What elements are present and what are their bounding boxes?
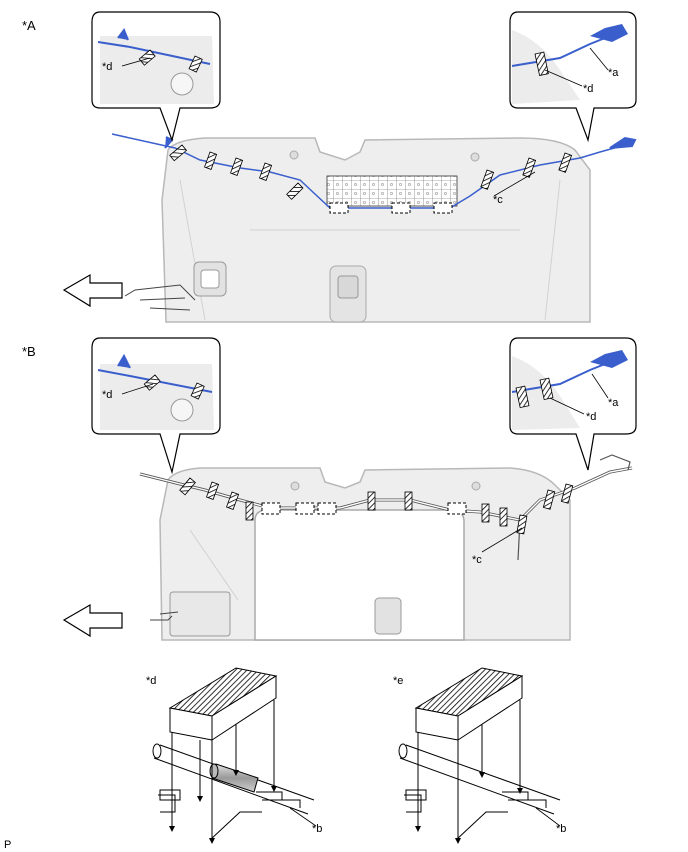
insulation-pad-a <box>326 175 458 207</box>
inset-right-b <box>509 337 637 471</box>
footer-code: P <box>4 839 11 851</box>
inset-left-a <box>91 11 221 143</box>
detail-d-label: *d <box>146 675 156 687</box>
inset-right-a <box>509 11 637 143</box>
detail-e-label: *e <box>393 675 403 687</box>
front-direction-arrow-a <box>62 273 123 308</box>
callout-c-b: *c <box>472 554 482 566</box>
callout-a-b: *a <box>608 397 619 409</box>
map-lamp-b <box>169 591 231 637</box>
tapes-a <box>169 144 573 200</box>
front-direction-arrow-b <box>62 603 123 638</box>
detail-e-arrowheads <box>415 772 523 844</box>
section-b-label: *B <box>22 344 36 359</box>
callout-d-a-right: *d <box>583 83 593 95</box>
callout-a-a: *a <box>608 67 619 79</box>
callout-d-a-left: *d <box>102 61 112 73</box>
clamps-b <box>261 502 467 515</box>
callout-b-e: *b <box>556 823 566 835</box>
detail-e-figure <box>398 667 561 841</box>
sunroof-opening-b <box>254 509 465 641</box>
callout-b-d: *b <box>312 823 322 835</box>
detail-d-figure <box>152 667 315 841</box>
section-a-label: *A <box>22 18 36 33</box>
callout-d-b-right: *d <box>586 411 596 423</box>
callout-d-b-left: *d <box>102 389 112 401</box>
detail-d-arrowheads <box>169 770 277 844</box>
clamps-a <box>329 202 453 214</box>
tapes-b <box>179 477 574 535</box>
lamp-housing-b <box>374 597 402 635</box>
inset-left-b <box>91 337 221 475</box>
callout-c-a: *c <box>493 194 503 206</box>
